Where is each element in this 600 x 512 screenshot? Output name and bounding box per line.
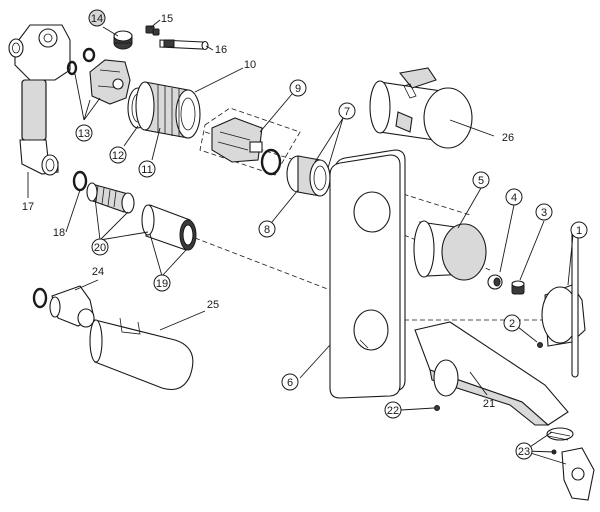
- part-19-extension: [141, 204, 197, 251]
- svg-text:23: 23: [518, 446, 530, 458]
- svg-text:19: 19: [156, 278, 168, 290]
- svg-text:2: 2: [509, 318, 515, 330]
- part-oring-small: [82, 47, 96, 63]
- svg-text:8: 8: [264, 224, 270, 236]
- callout-11: 11: [138, 160, 156, 178]
- svg-text:12: 12: [112, 150, 124, 162]
- callout-8: 8: [258, 220, 276, 238]
- part-18-oring: [72, 170, 88, 192]
- part-2-screw: [537, 342, 543, 348]
- part-26-handle: [369, 67, 473, 149]
- callout-26: 26: [502, 132, 514, 144]
- part-20-nipple: [86, 182, 135, 214]
- callout-2: 2: [503, 314, 521, 332]
- callout-24: 24: [92, 266, 104, 278]
- part-7-ring: [286, 155, 331, 197]
- part-17-valve-body: [8, 24, 71, 176]
- callout-12: 12: [109, 146, 127, 164]
- part-3-washer: [511, 280, 525, 295]
- svg-text:4: 4: [511, 192, 517, 204]
- callout-7: 7: [338, 102, 356, 120]
- callout-5: 5: [472, 171, 490, 189]
- callout-15: 15: [161, 13, 173, 25]
- part-23-aerator: [546, 427, 595, 501]
- part-14-knob: [113, 30, 133, 50]
- part-6-backplate: [329, 149, 406, 399]
- part-13-adapter: [89, 59, 131, 105]
- callout-4: 4: [505, 188, 523, 206]
- svg-text:6: 6: [287, 377, 293, 389]
- callout-22: 22: [384, 401, 402, 419]
- svg-text:13: 13: [78, 128, 90, 140]
- svg-text:22: 22: [387, 405, 399, 417]
- callout-16: 16: [215, 44, 227, 56]
- callout-1: 1: [570, 221, 588, 239]
- part-5-knob: [413, 220, 487, 281]
- part-9-group-box: [199, 107, 301, 176]
- svg-text:5: 5: [478, 175, 484, 187]
- part-15-nut: [145, 25, 160, 36]
- axis-line-lower: [194, 237, 331, 291]
- svg-text:11: 11: [141, 164, 152, 176]
- callout-6: 6: [281, 373, 299, 391]
- part-22-screw: [434, 405, 440, 411]
- callout-13: 13: [75, 124, 93, 142]
- callout-3: 3: [535, 203, 553, 221]
- svg-text:20: 20: [94, 242, 106, 254]
- leader-lines: [27, 19, 574, 465]
- svg-text:3: 3: [541, 207, 547, 219]
- part-11-sleeve: [135, 81, 201, 139]
- part-24-connector: [49, 285, 95, 328]
- callout-21: 21: [483, 398, 495, 410]
- part-9-oring: [260, 148, 282, 176]
- svg-text:9: 9: [295, 83, 301, 95]
- svg-text:1: 1: [576, 225, 582, 237]
- callout-10: 10: [244, 59, 256, 71]
- svg-text:7: 7: [344, 106, 350, 118]
- callout-19: 19: [153, 274, 171, 292]
- part-9-cartridge: [211, 117, 263, 163]
- part-25-cover: [89, 317, 194, 391]
- callout-18: 18: [53, 227, 65, 239]
- part-21-spout: [414, 321, 569, 426]
- callout-25: 25: [207, 299, 219, 311]
- callout-23: 23: [515, 442, 533, 460]
- callout-20: 20: [91, 238, 109, 256]
- callout-14: 14: [88, 9, 106, 27]
- part-1-lever: [541, 224, 586, 378]
- part-24-oring: [32, 287, 48, 309]
- part-16-pin: [159, 39, 209, 51]
- callout-17: 17: [22, 201, 34, 213]
- svg-text:14: 14: [91, 13, 103, 25]
- part-4-nut: [487, 274, 503, 290]
- part-13-oring: [66, 60, 78, 76]
- callout-9: 9: [289, 79, 307, 97]
